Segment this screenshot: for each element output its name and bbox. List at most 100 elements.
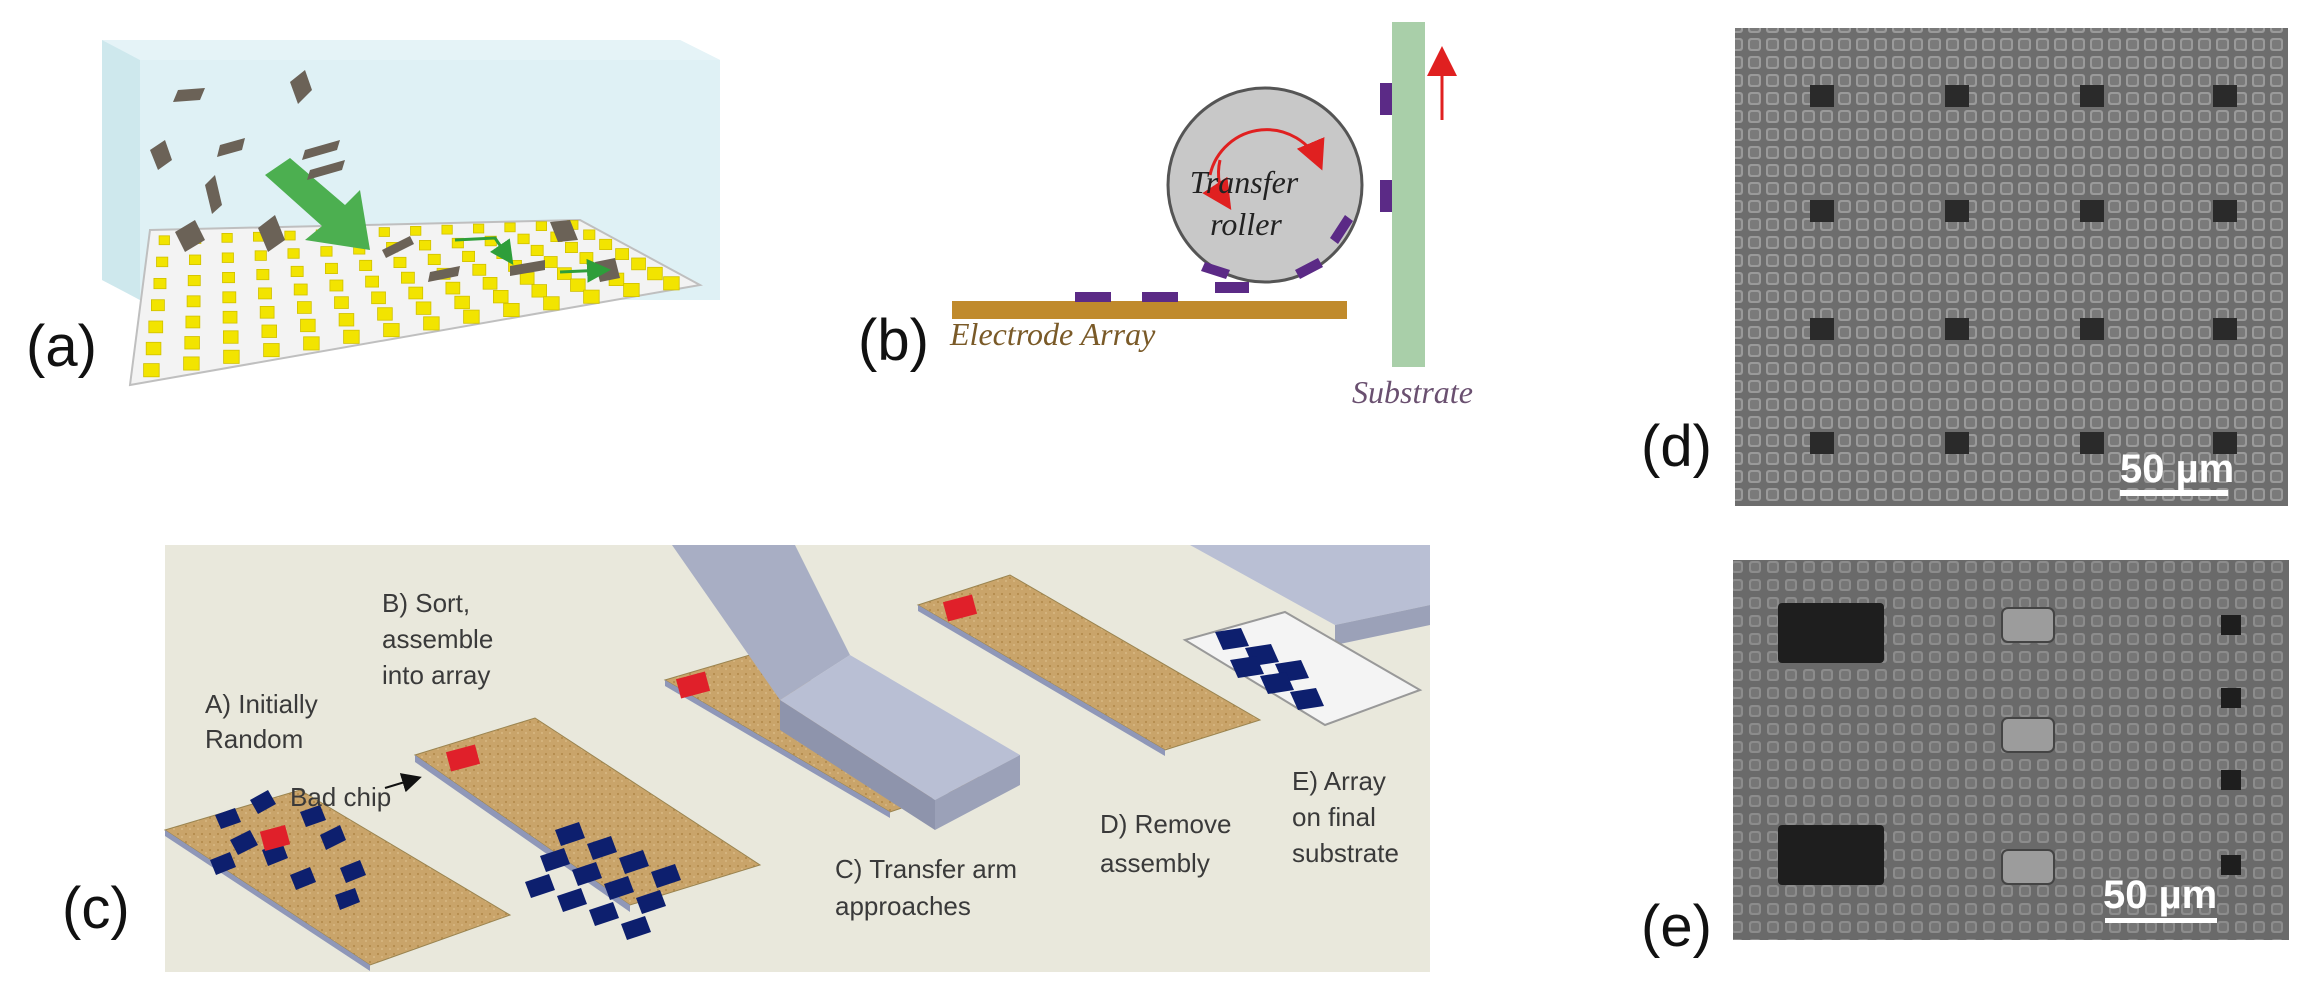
yellow-pad-array — [143, 220, 680, 378]
yellow-pad — [222, 310, 238, 324]
bad-chip-label: Bad chip — [290, 782, 391, 812]
step-c-line1: C) Transfer arm — [835, 854, 1017, 884]
sorted-chip — [651, 864, 681, 888]
yellow-pad — [329, 279, 344, 292]
assembled-chip — [2080, 200, 2104, 222]
yellow-pad — [156, 256, 169, 268]
panel-a-label: (a) — [26, 314, 97, 379]
assembled-chip — [1810, 318, 1834, 340]
yellow-pad — [293, 283, 308, 296]
sorted-chip — [636, 890, 666, 914]
yellow-pad — [583, 289, 600, 304]
yellow-pad — [400, 271, 415, 284]
bad-chip-d — [942, 594, 978, 622]
yellow-pad — [334, 296, 349, 309]
sorted-chip — [621, 916, 651, 940]
transfer-arm-c — [672, 545, 1020, 830]
yellow-pad — [519, 272, 535, 285]
yellow-pad — [221, 232, 233, 243]
yellow-pad — [472, 223, 485, 234]
yellow-pad — [290, 265, 304, 277]
purple-chips — [1075, 83, 1392, 302]
final-chip — [1215, 628, 1249, 650]
roller-label-line1: Transfer — [1190, 164, 1299, 200]
yellow-pad — [258, 287, 272, 300]
sorted-chip — [589, 902, 619, 926]
yellow-pad — [148, 320, 164, 334]
roller-label-line2: roller — [1210, 206, 1282, 242]
sorted-chip-array — [525, 822, 681, 940]
yellow-pad — [472, 263, 487, 276]
assembled-chips-e — [1778, 603, 2241, 885]
step-e-line3: substrate — [1292, 838, 1399, 868]
yellow-pad — [303, 336, 320, 351]
step-b-line2: assemble — [382, 624, 493, 654]
yellow-pad — [143, 363, 160, 378]
panel-c-label: (c) — [62, 876, 130, 941]
yellow-pad — [377, 307, 393, 321]
yellow-pad — [530, 244, 544, 257]
scale-bar-e-label: 50 µm — [2103, 873, 2217, 917]
yellow-pad — [631, 257, 646, 271]
yellow-pad — [263, 343, 280, 358]
step-c-line2: approaches — [835, 891, 971, 921]
yellow-pad — [482, 276, 498, 290]
bad-chip-a — [259, 824, 291, 852]
sorted-chip — [604, 876, 634, 900]
yellow-pad — [415, 301, 432, 315]
step-a-line2: Random — [205, 724, 303, 754]
yellow-pad — [517, 233, 530, 245]
step-b-line1: B) Sort, — [382, 588, 470, 618]
step-e-line2: on final — [1292, 802, 1376, 832]
assembled-chip — [2080, 432, 2104, 454]
sorted-chip — [525, 874, 555, 898]
yellow-pad — [365, 275, 380, 288]
yellow-pad — [647, 266, 663, 281]
yellow-pad — [158, 235, 170, 246]
yellow-pad — [338, 313, 355, 327]
yellow-pad — [222, 291, 237, 304]
scale-bar-d-label: 50 µm — [2120, 447, 2234, 491]
yellow-pad — [259, 305, 275, 319]
step-d-line2: assembly — [1100, 848, 1210, 878]
yellow-pad — [153, 277, 167, 290]
electrode-array-bar — [952, 301, 1347, 319]
yellow-pad — [256, 268, 270, 281]
final-chip — [1290, 688, 1324, 710]
yellow-pad — [492, 289, 509, 304]
yellow-pad — [188, 254, 202, 266]
assembled-chip — [2213, 318, 2237, 340]
bad-chip-c — [675, 671, 711, 699]
assembled-chip — [1945, 318, 1969, 340]
sorted-chip — [555, 822, 585, 846]
yellow-pad — [427, 253, 441, 266]
electrode-array-label: Electrode Array — [949, 316, 1156, 352]
yellow-pad — [145, 341, 162, 356]
yellow-pad — [222, 330, 239, 344]
transfer-roller — [1166, 86, 1364, 284]
rotation-arrow — [1208, 128, 1325, 176]
yellow-pad — [462, 250, 476, 263]
panel-e-label: (e) — [1641, 894, 1712, 959]
final-chip — [1260, 672, 1294, 694]
assembled-chip — [1810, 85, 1834, 107]
yellow-pad — [223, 349, 240, 364]
assembled-chip — [2080, 85, 2104, 107]
yellow-pad — [184, 336, 200, 350]
assembled-chip — [1945, 432, 1969, 454]
scale-bar-e — [2105, 918, 2217, 923]
yellow-pad — [320, 246, 333, 257]
substrate-bar — [1392, 22, 1425, 367]
step-d-line1: D) Remove — [1100, 809, 1231, 839]
yellow-pad — [371, 291, 386, 305]
assembled-chip — [1945, 200, 1969, 222]
yellow-pad — [445, 281, 461, 295]
yellow-pad — [503, 302, 520, 317]
yellow-pad — [186, 295, 201, 308]
final-chip-array — [1215, 628, 1324, 710]
sorted-chip — [540, 848, 570, 872]
yellow-pad — [296, 301, 312, 314]
yellow-pad — [423, 316, 440, 331]
final-chip — [1230, 656, 1264, 678]
yellow-pad — [441, 224, 453, 235]
